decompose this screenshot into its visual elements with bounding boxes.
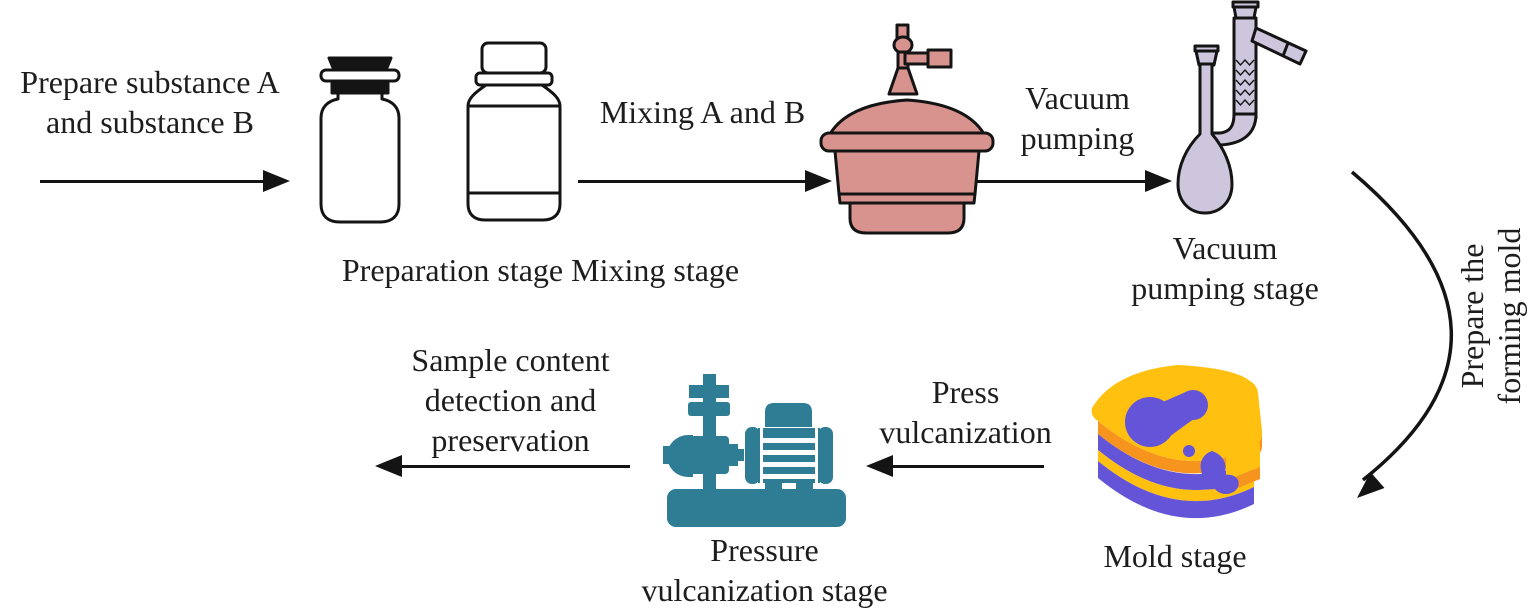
- press-outlet-pipe: [663, 446, 676, 464]
- mold-icon: [1091, 365, 1263, 519]
- motor-left-cap: [745, 427, 760, 484]
- bottle-icon: [466, 41, 562, 222]
- arrow-right-head-icon: [805, 170, 832, 192]
- arrow-sample-detection: [375, 455, 630, 477]
- preparation-mixing-caption: Preparation stage Mixing stage: [318, 250, 763, 290]
- pressure-vulcanization-stage-caption: Pressure vulcanization stage: [641, 532, 888, 608]
- press-pump-block: [690, 436, 729, 474]
- mixing-stage-caption: Mixing stage: [571, 252, 740, 288]
- sample-detection-label: Sample content detection and preservatio…: [411, 342, 610, 458]
- mold-stage-caption: Mold stage: [1103, 538, 1247, 574]
- vacuum-pumping-stage-caption: Vacuum pumping stage: [1131, 230, 1319, 306]
- desiccator-body: [833, 149, 981, 196]
- arrow-prepare-to-bottles: [40, 170, 290, 192]
- flask-column: [1232, 16, 1258, 120]
- mold-drip: [1200, 451, 1239, 495]
- bottle-body: [466, 83, 562, 222]
- press-valve-handle: [689, 385, 729, 398]
- arrow-right-head-icon: [1145, 170, 1172, 192]
- desiccator-lid: [828, 98, 986, 136]
- arrow-right-head-icon: [263, 170, 290, 192]
- flask-side-arm: [1250, 26, 1308, 66]
- prepare-substances-label: Prepare substance A and substance B: [2, 62, 298, 142]
- flask-top-joint: [1232, 5, 1258, 20]
- vulcanization-press-icon: [663, 374, 846, 527]
- motor-body: [758, 428, 820, 483]
- preparation-stage-caption: Preparation stage: [341, 252, 564, 288]
- motor-right-cap: [818, 427, 833, 484]
- arrow-press-vulcanization: [866, 455, 1044, 477]
- vial-icon: [319, 56, 401, 224]
- curved-arrow-forming-mold: [1350, 170, 1454, 498]
- desiccator-base: [848, 201, 966, 235]
- bottle-cap: [480, 41, 548, 75]
- vial-cap: [327, 56, 393, 72]
- flask-left-joint: [1194, 49, 1219, 67]
- vigreux-hatch: [1235, 58, 1255, 67]
- flask-bulb: [1176, 62, 1234, 215]
- mixing-ab-label: Mixing A and B: [599, 94, 806, 130]
- arrow-mixing: [578, 170, 832, 192]
- prepare-substances-line-1: Prepare substance A: [20, 64, 280, 100]
- motor-top-cap: [765, 403, 812, 427]
- press-vulcanization-label: Press vulcanization: [879, 374, 1052, 450]
- arrow-down-left-head-icon: [1357, 472, 1385, 498]
- desiccator-icon: [819, 23, 995, 235]
- arrow-left-head-icon: [866, 455, 893, 477]
- arrow-vacuum-pumping: [977, 170, 1172, 192]
- vial-body: [319, 91, 401, 224]
- arrow-left-head-icon: [375, 455, 402, 477]
- distillation-flask-icon: [1176, 0, 1308, 215]
- vacuum-pumping-label: Vacuum pumping: [1020, 80, 1135, 156]
- mold-bottom-plate: [1098, 461, 1254, 519]
- press-base: [667, 489, 846, 527]
- desiccator-flange: [819, 131, 995, 153]
- prepare-substances-line-2: and substance B: [46, 104, 254, 140]
- press-volute: [667, 435, 693, 477]
